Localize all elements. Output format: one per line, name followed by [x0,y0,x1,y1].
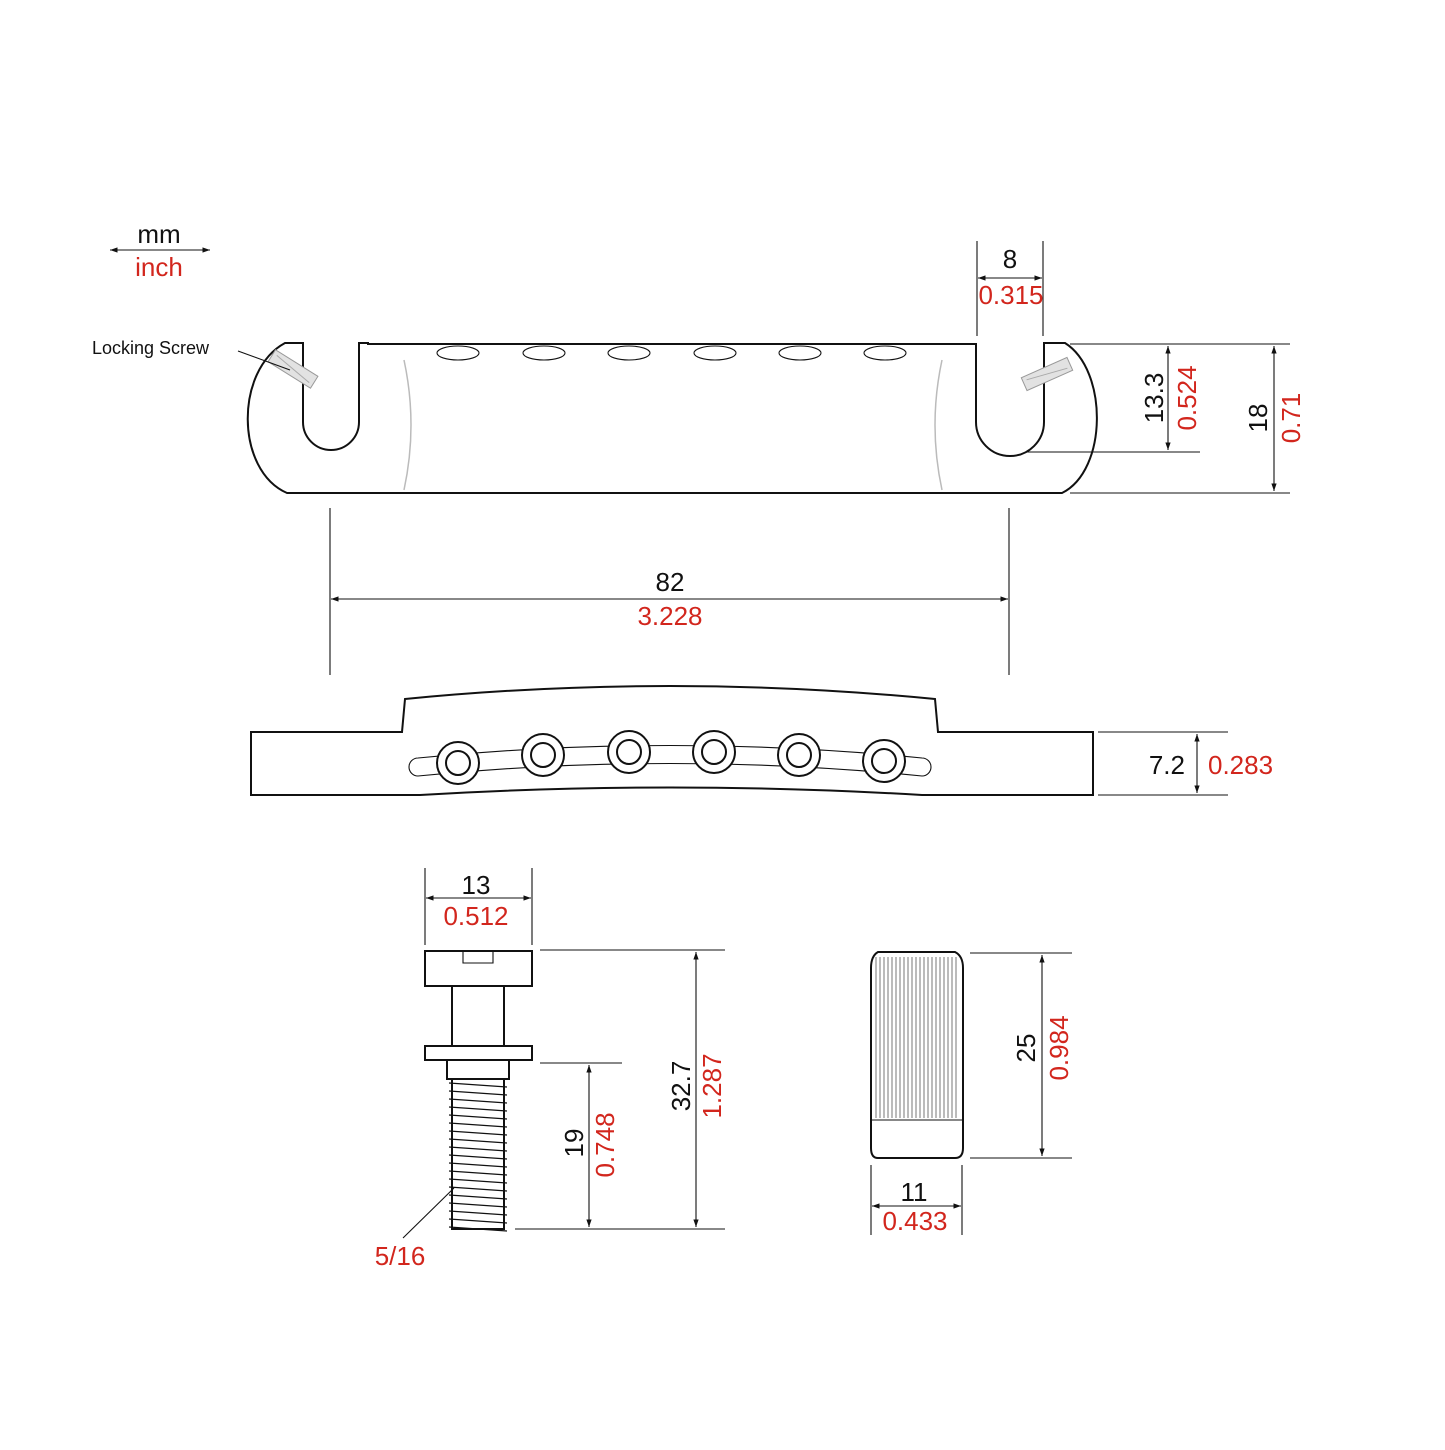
eyelet-hole [786,742,812,768]
string-channel [408,744,932,777]
stud-neck [451,985,505,1047]
string-hole [607,345,651,361]
thread-line [448,1162,508,1168]
stud-head [424,950,533,987]
thread-line [448,1210,508,1216]
eyelet-hole [616,739,642,765]
stud-head-mm: 13 [462,870,491,900]
bushing-width-inch: 0.433 [882,1206,947,1236]
string-hole [778,345,822,361]
stud-flange [424,1045,533,1061]
bar-edge-shade-right [934,359,943,491]
dim-bushing-length: 25 0.984 [970,952,1074,1159]
bar-height-inch: 0.71 [1276,393,1306,444]
stud-collar [446,1059,510,1080]
thread-line [448,1194,508,1200]
thread-line [448,1130,508,1136]
stud-length-inch: 1.287 [697,1053,727,1118]
dim-bar-height: 18 0.71 [1070,343,1306,494]
thread-callout: 5/16 [375,1187,455,1271]
dim-stud-head: 13 0.512 [424,868,533,945]
stud-spacing-inch: 3.228 [637,601,702,631]
legend-inch-label: inch [135,252,183,282]
dim-thread-length: 19 0.748 [540,1062,622,1227]
thread-line [448,1098,508,1104]
legend-mm-label: mm [137,219,180,249]
stud-spacing-mm: 82 [656,567,685,597]
bushing-knurl [875,957,957,1118]
thread-line [448,1122,508,1128]
thread-length-inch: 0.748 [590,1112,620,1177]
thread-line [448,1114,508,1120]
bar-thickness-inch: 0.283 [1208,750,1273,780]
dim-stud-length: 32.7 1.287 [515,949,727,1230]
thread-line [448,1106,508,1112]
eyelet-hole [530,742,556,768]
slot-depth-inch: 0.524 [1172,365,1202,430]
thread-line [448,1090,508,1096]
thread-line [448,1178,508,1184]
tailpiece-top-view: Locking Screw [92,338,1098,494]
locking-screw-leader [237,350,291,371]
dim-bar-thickness: 7.2 0.283 [1098,731,1273,796]
stud-drawing [424,950,533,1232]
bushing-drawing [870,951,964,1159]
thread-line [448,1138,508,1144]
string-hole [863,345,907,361]
slot-depth-mm: 13.3 [1139,373,1169,424]
thread-size-label: 5/16 [375,1241,426,1271]
bar-thickness-mm: 7.2 [1149,750,1185,780]
thread-line [448,1202,508,1208]
slot-width-inch: 0.315 [978,280,1043,310]
thread-length-mm: 19 [559,1129,589,1158]
bushing-outline [870,951,964,1159]
thread-leader [402,1187,455,1239]
string-hole [522,345,566,361]
dim-slot-width: 8 0.315 [976,241,1044,336]
thread-line [448,1170,508,1176]
thread-line [448,1146,508,1152]
eyelet-hole [701,739,727,765]
dim-bushing-width: 11 0.433 [870,1165,963,1236]
stud-length-mm: 32.7 [666,1061,696,1112]
string-holes-top [436,345,907,361]
bar-height-mm: 18 [1243,404,1273,433]
bushing-width-mm: 11 [901,1177,928,1207]
bar-edge-shade-left [403,359,412,491]
stud-thread [448,1078,508,1232]
dim-slot-depth: 13.3 0.524 [1026,343,1202,453]
bushing-length-inch: 0.984 [1044,1015,1074,1080]
stud-head-inch: 0.512 [443,901,508,931]
string-eyelets-side [436,730,906,785]
tailpiece-top-outline [246,342,1098,494]
string-hole [436,345,480,361]
stud-slot [462,951,494,964]
eyelet-hole [445,750,471,776]
locking-screw-label: Locking Screw [92,338,210,358]
eyelet-hole [871,748,897,774]
tailpiece-side-outline [250,685,1094,796]
dim-stud-spacing: 82 3.228 [329,508,1010,675]
thread-line [448,1226,508,1232]
thread-line [448,1186,508,1192]
string-hole [693,345,737,361]
slot-width-mm: 8 [1003,244,1017,274]
locking-screw-left [267,349,319,389]
tailpiece-side-view [250,685,1094,796]
thread-line [448,1082,508,1088]
thread-line [448,1154,508,1160]
thread-line [448,1218,508,1224]
locking-screw-right [1020,356,1074,392]
units-legend: mm inch [110,219,210,282]
bushing-length-mm: 25 [1011,1034,1041,1063]
